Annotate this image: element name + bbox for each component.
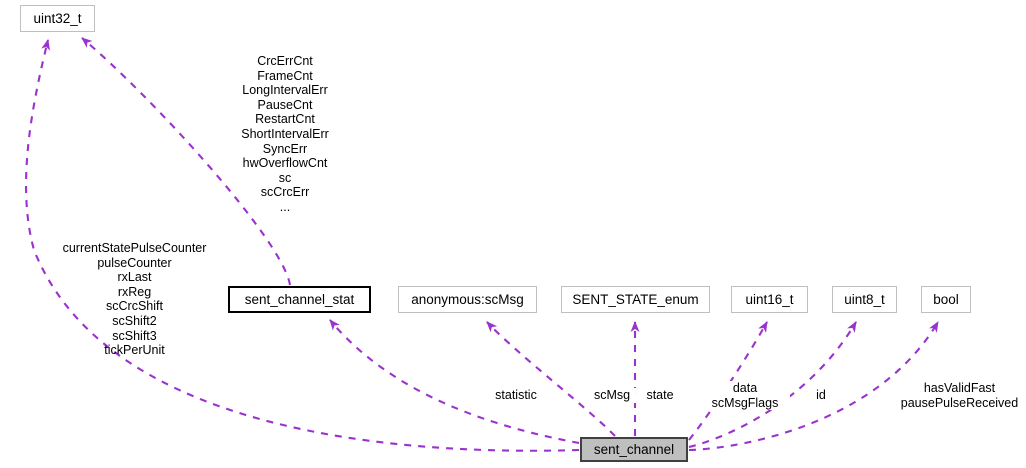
edge-label-sent-channel-to-uint32: currentStatePulseCounter pulseCounter rx… <box>62 241 207 358</box>
edge-path-sent-channel-to-scmsg <box>486 321 616 437</box>
edge-label-statistic: statistic <box>486 388 546 403</box>
node-label: sent_channel <box>593 441 675 457</box>
node-label: uint8_t <box>844 291 885 307</box>
edge-label-scmsg: scMsg <box>588 388 636 403</box>
node-anonymous-scmsg[interactable]: anonymous:scMsg <box>398 286 537 313</box>
edge-path-sent-channel-to-stat <box>329 319 580 445</box>
node-label: bool <box>933 291 959 307</box>
edge-label-hasvalidfast: hasValidFast pausePulseReceived <box>893 381 1026 411</box>
edge-label-stat-to-uint32: CrcErrCnt FrameCnt LongIntervalErr Pause… <box>241 54 329 214</box>
node-sent-channel-stat[interactable]: sent_channel_stat <box>228 286 371 313</box>
node-sent-channel[interactable]: sent_channel <box>580 437 688 462</box>
node-label: anonymous:scMsg <box>411 291 524 307</box>
node-label: sent_channel_stat <box>244 291 355 307</box>
node-sent-state-enum[interactable]: SENT_STATE_enum <box>561 286 710 313</box>
node-uint16-t[interactable]: uint16_t <box>731 286 808 313</box>
node-label: SENT_STATE_enum <box>572 291 699 307</box>
node-uint8-t[interactable]: uint8_t <box>832 286 897 313</box>
node-uint32-t[interactable]: uint32_t <box>20 5 95 32</box>
node-label: uint16_t <box>745 291 794 307</box>
node-label: uint32_t <box>33 10 82 26</box>
edge-label-state: state <box>640 388 680 403</box>
node-bool[interactable]: bool <box>921 286 971 313</box>
edge-label-id: id <box>808 388 834 403</box>
edge-label-data-scmsgflags: data scMsgFlags <box>700 381 790 411</box>
